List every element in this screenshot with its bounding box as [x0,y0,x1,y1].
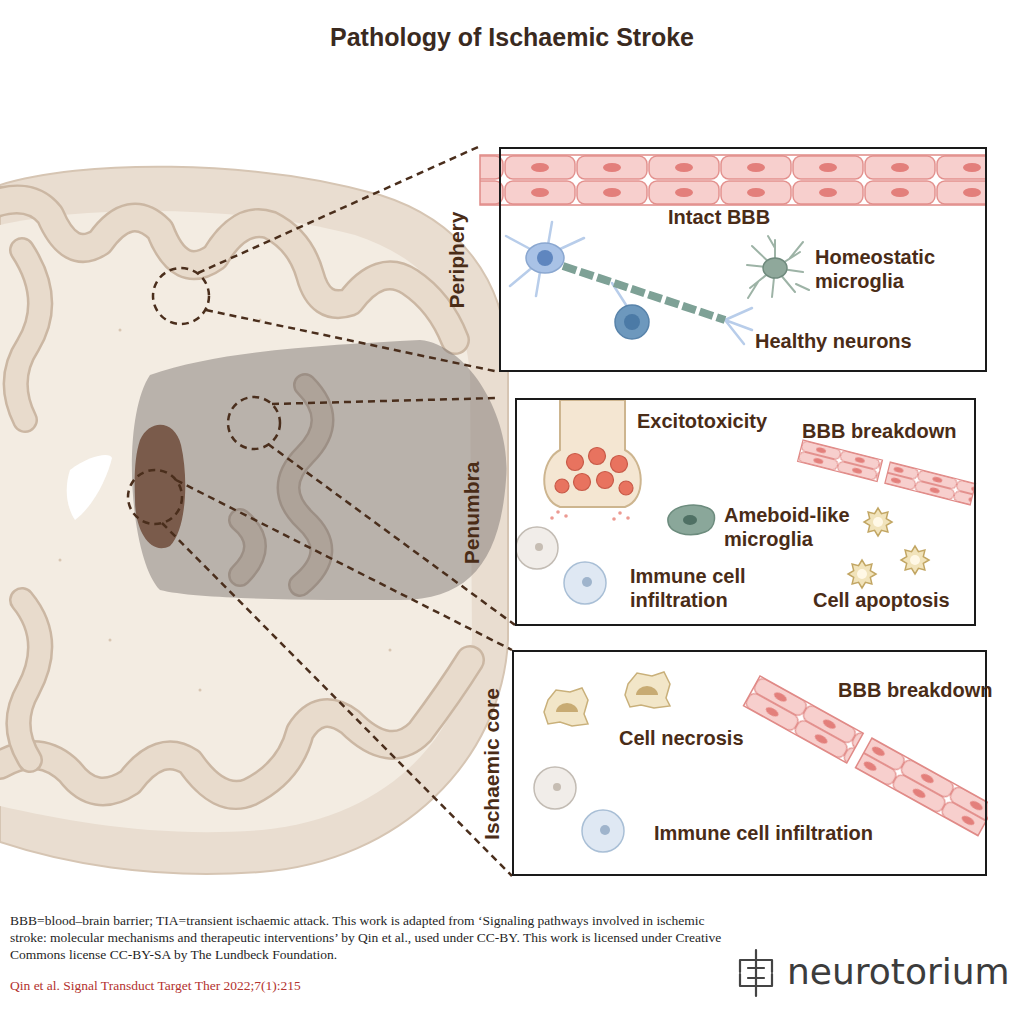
feature-label: Immune cell infiltration [654,821,873,845]
intact-vessel [480,155,986,205]
dendrite [506,222,584,296]
microglia-branch [747,236,809,298]
broken-vessel [798,440,976,505]
feature-label: BBB breakdown [802,419,956,443]
apoptotic-cell [848,560,876,588]
apoptotic-cell [864,508,892,536]
neuron-soma [615,305,649,339]
glutamate-dot [564,514,568,518]
immune-cell-nucleus [553,783,561,791]
region-box: Ischaemic coreBBB breakdownCell necrosis… [512,650,987,876]
glutamate-dot [626,516,630,520]
synaptic-bouton [544,400,641,507]
region-heading: Periphery [445,212,469,309]
speckle [199,689,202,692]
neuron-nucleus [537,250,553,266]
immune-cell [516,527,558,569]
figure-caption: BBB=blood–brain barrier; TIA=transient i… [10,912,726,963]
synaptic-vesicles [555,448,633,496]
microglia-nucleus [683,515,697,525]
speckle [119,329,122,332]
glutamate-dot [556,510,560,514]
zoom-circle [153,268,209,324]
neuron-dendrites [506,222,752,344]
leader-line [206,310,499,372]
region-heading: Ischaemic core [480,688,504,840]
apoptotic-cell [901,546,929,574]
zoom-circle [128,470,182,524]
leader-line [272,398,497,404]
gyrus-outline [0,660,470,795]
feature-label: Intact BBB [668,205,770,229]
released-glutamate [550,510,630,521]
apoptotic-nucleus [857,569,867,579]
gyrus-outline [16,250,40,760]
feature-label: BBB breakdown [838,678,992,702]
figure-title: Pathology of Ischaemic Stroke [0,22,1024,52]
vesicle [619,481,633,495]
necrotic-cell [544,688,588,726]
immune-cell [564,562,606,604]
feature-label: Immune cell infiltration [630,564,780,612]
leader-line [198,147,478,273]
speckle [59,559,62,562]
leader-line [268,444,515,625]
neuron-soma [526,243,564,273]
overflow-mask [988,640,1024,880]
reference-citation: Qin et al. Signal Transduct Target Ther … [10,977,301,994]
necrotic-nucleus [556,703,578,712]
neuron-nucleus [624,314,640,330]
vesicle [574,474,591,491]
brand-logo: neurotorium [787,952,1010,992]
penumbra-region [132,340,507,600]
vesicle [567,454,584,471]
zoom-callouts [128,147,515,876]
immune-cell [582,810,624,852]
apoptotic-nucleus [910,555,920,565]
immune-cell-nucleus [582,577,592,587]
gyrus-ribbon [16,250,40,760]
vesicle [589,448,606,465]
feature-label: Excitotoxicity [637,409,767,433]
leader-line [162,523,512,876]
core-region [135,425,186,548]
microglia-body [763,258,787,278]
feature-label: Cell apoptosis [813,588,950,612]
vesicle [597,472,614,489]
box-background [515,398,976,626]
gyrus-outline [0,199,455,340]
glutamate-dot [618,511,622,515]
vessel-segment [855,738,994,836]
feature-label: Healthy neurons [755,329,912,353]
gyrus-ribbon [0,660,470,795]
speckle [389,649,392,652]
feature-label: Homeostatic microglia [815,245,955,293]
vesicle [611,456,628,473]
region-box: PenumbraExcitotoxicityBBB breakdownAmebo… [515,398,976,626]
immune-cell-nucleus [600,825,610,835]
apoptotic-nucleus [873,517,883,527]
lateral-ventricle [67,455,112,520]
immune-cell [534,767,576,809]
glutamate-dot [612,517,616,521]
necrotic-nucleus [636,686,658,695]
broken-vessel [744,676,995,836]
immune-cell-nucleus [535,543,543,551]
microglia-processes [747,236,809,298]
speckle [109,639,112,642]
feature-label: Cell necrosis [619,726,744,750]
region-heading: Penumbra [460,462,484,565]
logo-glyph [740,950,772,996]
gyrus-ribbon [0,199,455,340]
vessel-segment [798,440,883,481]
vessel-segment [885,462,976,505]
logo-mark [740,950,772,996]
region-box: PeripheryIntact BBBHomeostatic microglia… [499,147,987,372]
feature-label: Ameboid-like microglia [724,503,864,551]
glutamate-dot [550,516,554,520]
ameboid-microglia [668,505,715,535]
necrotic-cell [625,672,670,708]
vesicle [555,479,569,493]
